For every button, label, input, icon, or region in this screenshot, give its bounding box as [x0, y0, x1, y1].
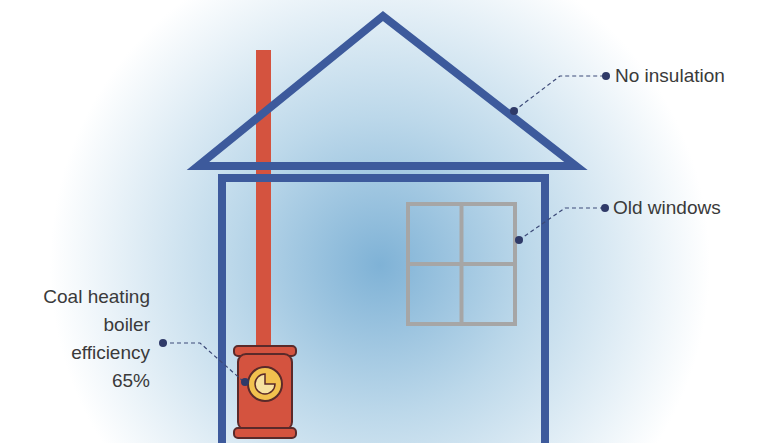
callout-label: Coal heating boiler efficiency 65%: [40, 283, 150, 395]
callout-label: No insulation: [615, 62, 764, 90]
coal-boiler: [234, 346, 296, 438]
window: [408, 204, 515, 324]
leader-lines: [163, 76, 604, 382]
leader-dots: [159, 72, 610, 386]
callout-label: Old windows: [613, 194, 763, 222]
chimney-pipe: [256, 50, 271, 350]
house-wall: [222, 178, 545, 443]
roof: [198, 16, 576, 166]
